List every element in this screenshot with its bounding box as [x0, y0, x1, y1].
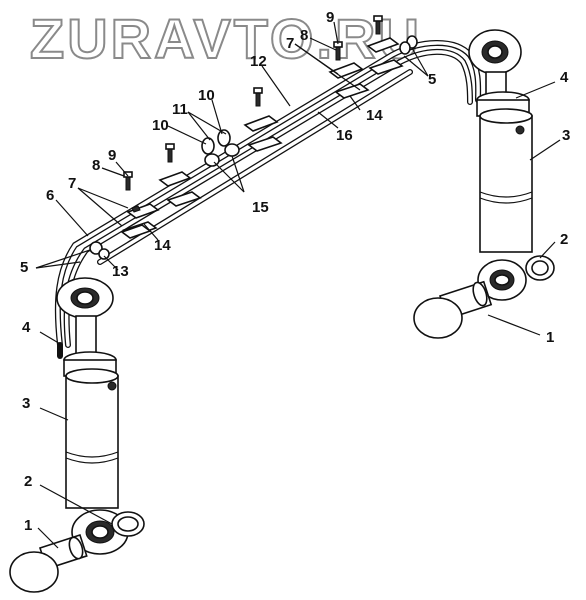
bolt: [165, 143, 175, 163]
callout-1: 1: [546, 329, 554, 346]
callout-labels: 1 1 2 2 3 3 4 4 5 5 6 7 7 8 8 9 9 10 10 …: [20, 9, 570, 534]
callout-5: 5: [428, 71, 436, 88]
callout-9: 9: [326, 9, 334, 26]
callout-3: 3: [562, 127, 570, 144]
leader-lines: [35, 21, 561, 549]
callout-10: 10: [198, 87, 215, 104]
clamp-bracket: [158, 171, 202, 207]
callout-13: 13: [112, 263, 129, 280]
bolts: [123, 15, 383, 191]
callout-8: 8: [300, 27, 308, 44]
callout-6: 6: [46, 187, 54, 204]
callout-7: 7: [286, 35, 294, 52]
callout-4: 4: [22, 319, 31, 336]
left-pivot-pin: [9, 534, 88, 593]
left-hydraulic-cylinder: [56, 277, 129, 555]
callout-11: 11: [172, 101, 188, 118]
callout-7: 7: [68, 175, 76, 192]
callout-1: 1: [24, 517, 32, 534]
callout-5: 5: [20, 259, 28, 276]
bolt: [373, 15, 383, 35]
callout-3: 3: [22, 395, 30, 412]
callout-4: 4: [560, 69, 569, 86]
fittings: [89, 35, 418, 260]
right-seal-ring: [525, 255, 555, 281]
callout-8: 8: [92, 157, 100, 174]
callout-10: 10: [152, 117, 169, 134]
hose-assembly: [54, 40, 482, 348]
left-seal-ring: [111, 511, 145, 537]
right-hydraulic-cylinder: [468, 29, 533, 301]
callout-2: 2: [24, 473, 32, 490]
callout-9: 9: [108, 147, 116, 164]
bolt: [123, 171, 133, 191]
callout-2: 2: [560, 231, 568, 248]
clamp-bracket: [366, 37, 404, 75]
clamp-brackets: [120, 37, 404, 239]
callout-14: 14: [366, 107, 383, 124]
callout-12: 12: [250, 53, 267, 70]
right-pivot-pin: [413, 280, 493, 339]
clamp-bracket: [243, 115, 283, 152]
callout-15: 15: [252, 199, 269, 216]
watermark-text: ZURAVTO.RU: [30, 7, 422, 70]
bolt: [253, 87, 263, 107]
callout-16: 16: [336, 127, 353, 144]
callout-14: 14: [154, 237, 171, 254]
